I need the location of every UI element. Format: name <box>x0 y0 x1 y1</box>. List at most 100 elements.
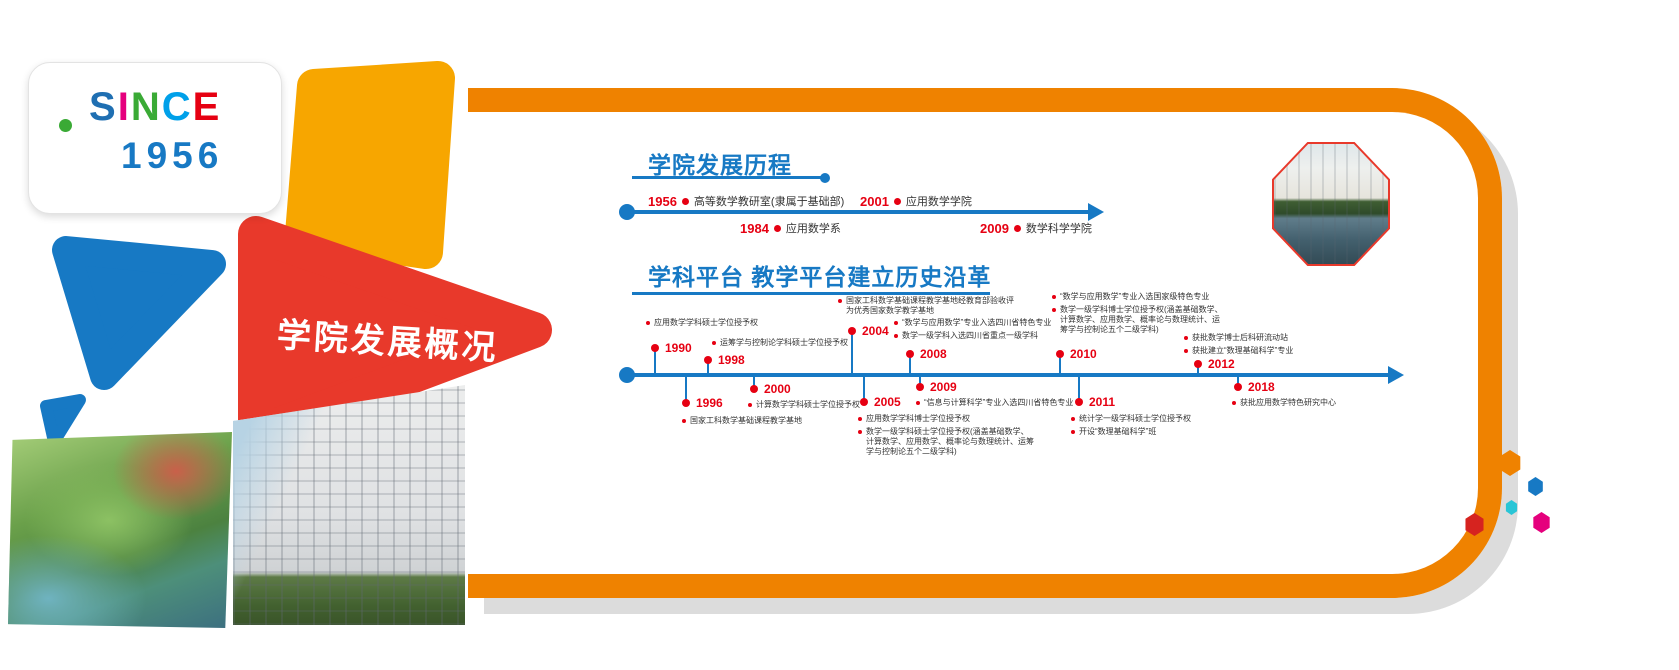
event-year: 2009 <box>980 220 1009 236</box>
event-dot <box>681 197 689 205</box>
event-dot <box>1013 224 1021 232</box>
connector-line <box>851 333 853 373</box>
event-text: 应用数学学院 <box>905 196 972 208</box>
event-text: 应用数学系 <box>785 223 841 235</box>
connector-line <box>654 350 656 373</box>
founding-year: 1956 <box>121 135 224 176</box>
event-item: 统计学一级学科硕士学位授予权 <box>1071 414 1191 424</box>
event-year: 2004 <box>862 324 889 338</box>
event-text: 国家工科数学基础课程教学基地 <box>690 416 802 425</box>
event-dot <box>893 197 901 205</box>
blue-sliver-shape <box>40 394 86 448</box>
event-year: 2010 <box>1070 347 1097 361</box>
event-text: 运筹学与控制论学科硕士学位授予权 <box>720 338 848 347</box>
bullet-dot <box>858 417 862 421</box>
event-year: 2000 <box>764 382 791 396</box>
event-item: 国家工科数学基础课程教学基地 <box>682 416 802 426</box>
orange-frame <box>468 88 1502 598</box>
event-item: 计算数学学科硕士学位授予权 <box>748 400 860 410</box>
event-year: 1998 <box>718 353 745 367</box>
event-item: 数学一级学科入选四川省重点一级学科 <box>894 331 1051 341</box>
event-item: 应用数学学科博士学位授予权 <box>858 414 1036 424</box>
event-dot <box>704 356 712 364</box>
event-items: 应用数学学科硕士学位授予权 <box>646 318 758 328</box>
since-letter: E <box>192 85 222 129</box>
event-items: 运筹学与控制论学科硕士学位授予权 <box>712 338 848 348</box>
event-item: 获批建立“数理基础科学”专业 <box>1184 346 1293 356</box>
section1-underline-dot <box>820 173 830 183</box>
bullet-dot <box>1184 349 1188 353</box>
hexagon-dot-red <box>1465 513 1484 536</box>
connector-line <box>1197 366 1199 373</box>
event-year: 2009 <box>930 380 957 394</box>
event-items: 获批应用数学特色研究中心 <box>1232 398 1336 408</box>
bullet-dot <box>682 419 686 423</box>
section2-underline <box>632 292 990 295</box>
event-item: 开设“数理基础科学”班 <box>1071 427 1191 437</box>
event-dot <box>906 350 914 358</box>
timeline1-event: 1956 高等数学教研室(隶属于基础部) <box>648 193 844 209</box>
event-dot <box>750 385 758 393</box>
event-dot <box>1075 398 1083 406</box>
bullet-dot <box>1184 336 1188 340</box>
connector-line <box>685 377 687 403</box>
connector-line <box>863 377 865 402</box>
event-text: 国家工科数学基础课程教学基地经教育部验收评为优秀国家数学教学基地 <box>846 296 1014 315</box>
event-items: 统计学一级学科硕士学位授予权 开设“数理基础科学”班 <box>1071 414 1191 437</box>
since-badge: SINCE 1956 <box>28 62 282 214</box>
event-text: 应用数学学科硕士学位授予权 <box>654 318 758 327</box>
event-dot <box>1234 383 1242 391</box>
event-items: 获批数学博士后科研流动站 获批建立“数理基础科学”专业 <box>1184 333 1293 356</box>
event-year: 1996 <box>696 396 723 410</box>
event-item: 数学一级学科博士学位授予权(涵盖基础数学、计算数学、应用数学、概率论与数理统计、… <box>1052 305 1224 335</box>
event-text: 统计学一级学科硕士学位授予权 <box>1079 414 1191 423</box>
bullet-dot <box>916 401 920 405</box>
event-year: 2001 <box>860 193 889 209</box>
event-item: 应用数学学科硕士学位授予权 <box>646 318 758 328</box>
event-item: 国家工科数学基础课程教学基地经教育部验收评为优秀国家数学教学基地 <box>838 296 1018 316</box>
red-arrow-shape <box>238 216 552 452</box>
connector-line <box>707 362 709 373</box>
event-items: “信息与计算科学”专业入选四川省特色专业 <box>916 398 1073 408</box>
section1-title: 学院发展历程 <box>648 152 792 178</box>
event-text: 应用数学学科博士学位授予权 <box>866 414 970 423</box>
event-text: “信息与计算科学”专业入选四川省特色专业 <box>924 398 1074 407</box>
event-text: 数学一级学科博士学位授予权(涵盖基础数学、计算数学、应用数学、概率论与数理统计、… <box>1060 305 1223 334</box>
event-item: “信息与计算科学”专业入选四川省特色专业 <box>916 398 1073 408</box>
connector-line <box>1078 377 1080 402</box>
timeline2-arrowhead-icon <box>1388 366 1404 384</box>
bullet-dot <box>1071 430 1075 434</box>
bullet-dot <box>712 341 716 345</box>
event-text: 数学一级学科入选四川省重点一级学科 <box>902 331 1038 340</box>
event-text: 数学科学学院 <box>1025 223 1092 235</box>
timeline1-event: 1984 应用数学系 <box>740 220 841 236</box>
event-year: 2011 <box>1089 395 1116 409</box>
yellow-shape <box>285 61 455 269</box>
connector-line <box>909 356 911 373</box>
blue-triangle-shape <box>52 236 226 390</box>
event-dot <box>773 224 781 232</box>
event-text: “数学与应用数学”专业入选四川省特色专业 <box>902 318 1052 327</box>
event-item: 获批应用数学特色研究中心 <box>1232 398 1336 408</box>
event-dot <box>916 383 924 391</box>
since-letter: C <box>161 85 193 129</box>
event-year: 2008 <box>920 347 947 361</box>
event-dot <box>860 398 868 406</box>
timeline1-axis <box>627 210 1088 214</box>
event-item: 数学一级学科硕士学位授予权(涵盖基础数学、计算数学、应用数学、概率论与数理统计、… <box>858 427 1036 457</box>
octagon-campus-photo <box>1274 144 1388 264</box>
event-text: 数学一级学科硕士学位授予权(涵盖基础数学、计算数学、应用数学、概率论与数理统计、… <box>866 427 1034 456</box>
hexagon-dot-pink <box>1533 512 1550 533</box>
event-year: 2005 <box>874 395 901 409</box>
event-text: 获批数学博士后科研流动站 <box>1192 333 1288 342</box>
event-items: 国家工科数学基础课程教学基地经教育部验收评为优秀国家数学教学基地 <box>838 296 1018 316</box>
campus-building-photo <box>233 385 465 625</box>
event-dot <box>1056 350 1064 358</box>
bullet-dot <box>858 430 862 434</box>
hexagon-dot-blue <box>1528 477 1543 496</box>
event-text: 计算数学学科硕士学位授予权 <box>756 400 860 409</box>
connector-line <box>1059 356 1061 373</box>
octagon-photo-border <box>1272 142 1390 266</box>
event-text: 高等数学教研室(隶属于基础部) <box>693 196 845 208</box>
